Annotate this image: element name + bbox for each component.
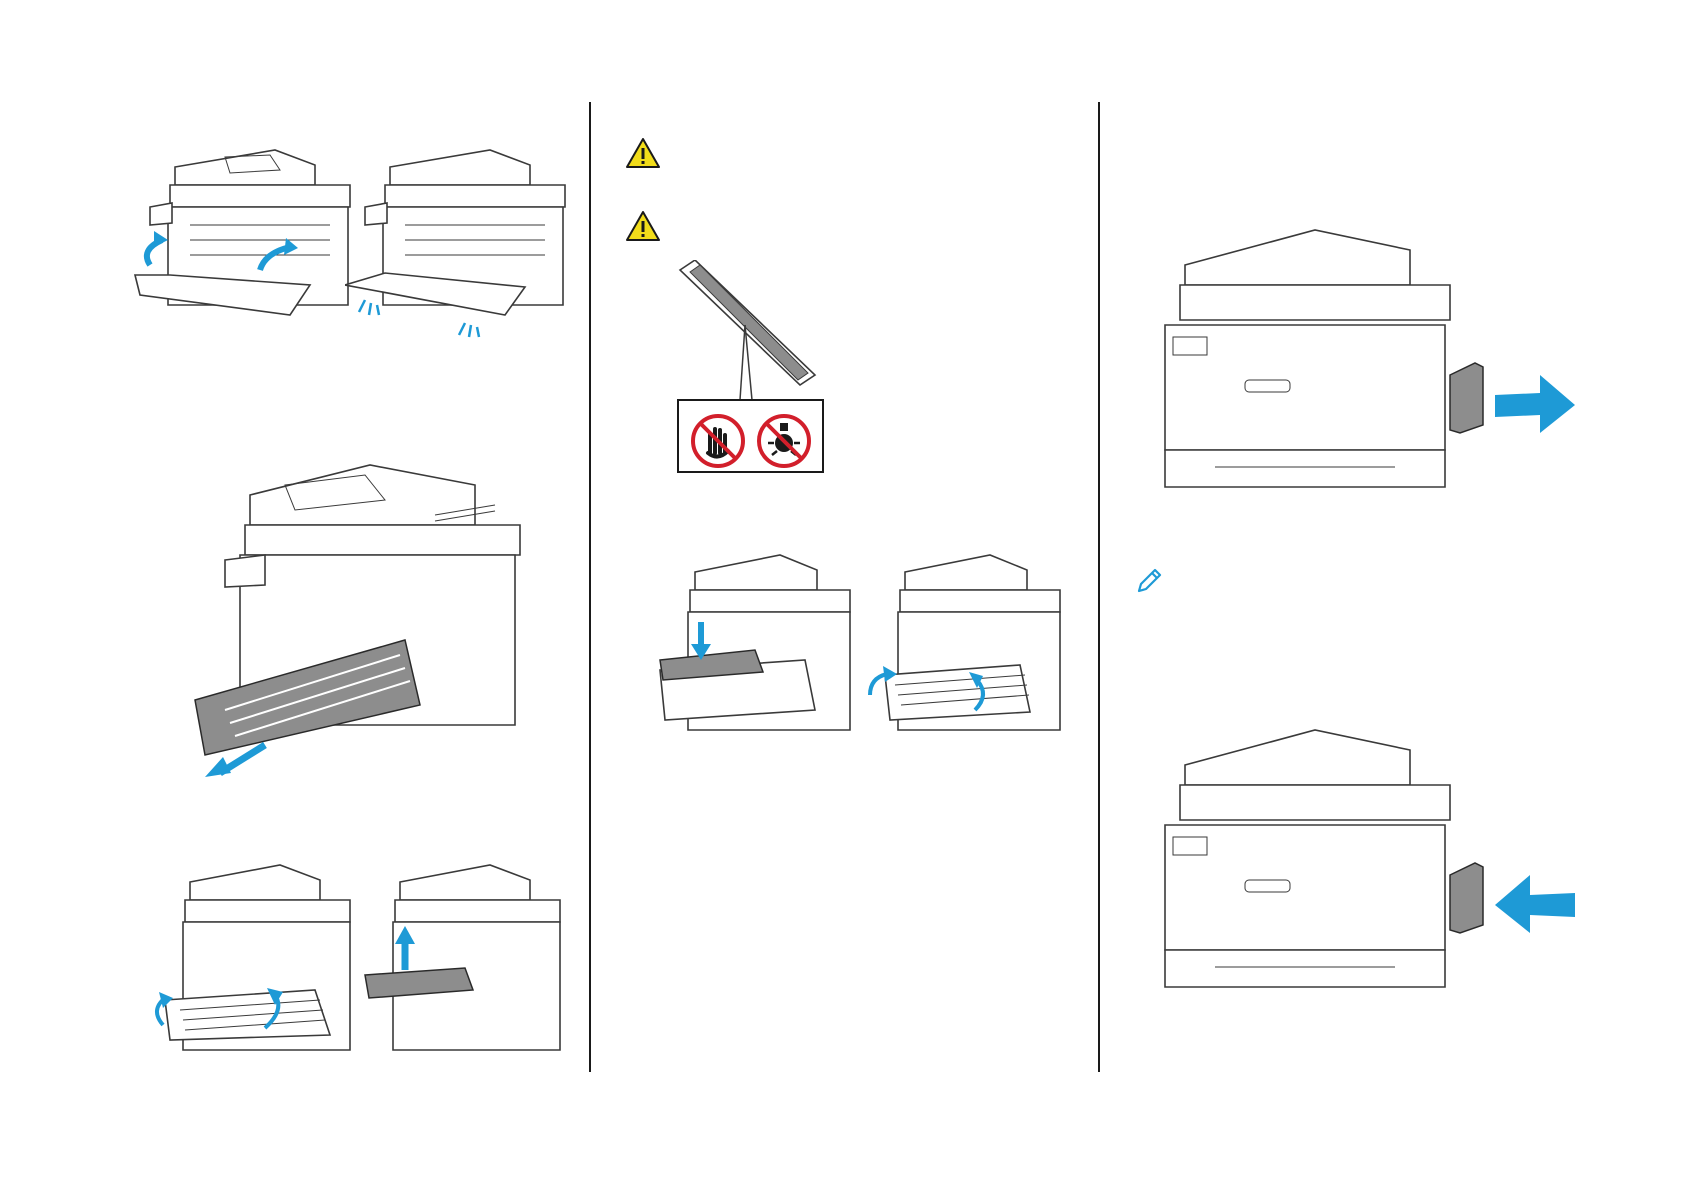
warning-icon — [625, 210, 661, 242]
illustration-remove-cartridge-2 — [355, 860, 570, 1055]
illustration-insert-cartridge-2 — [865, 550, 1065, 735]
illustration-insert-cartridge-1 — [655, 550, 855, 735]
no-touch-icon — [690, 413, 746, 469]
illustration-open-front-door-2 — [345, 145, 570, 340]
pencil-note-icon — [1135, 565, 1165, 595]
warning-icon — [625, 137, 661, 169]
column-divider-left — [589, 102, 591, 1072]
illustration-pull-out-tray — [185, 455, 525, 780]
no-light-icon — [756, 413, 812, 469]
illustration-open-front-door-1 — [130, 145, 355, 330]
column-divider-right — [1098, 102, 1100, 1072]
illustration-insert-waste-bottle — [1155, 725, 1575, 995]
illustration-remove-cartridge-1 — [145, 860, 360, 1055]
illustration-remove-waste-bottle — [1155, 225, 1575, 495]
